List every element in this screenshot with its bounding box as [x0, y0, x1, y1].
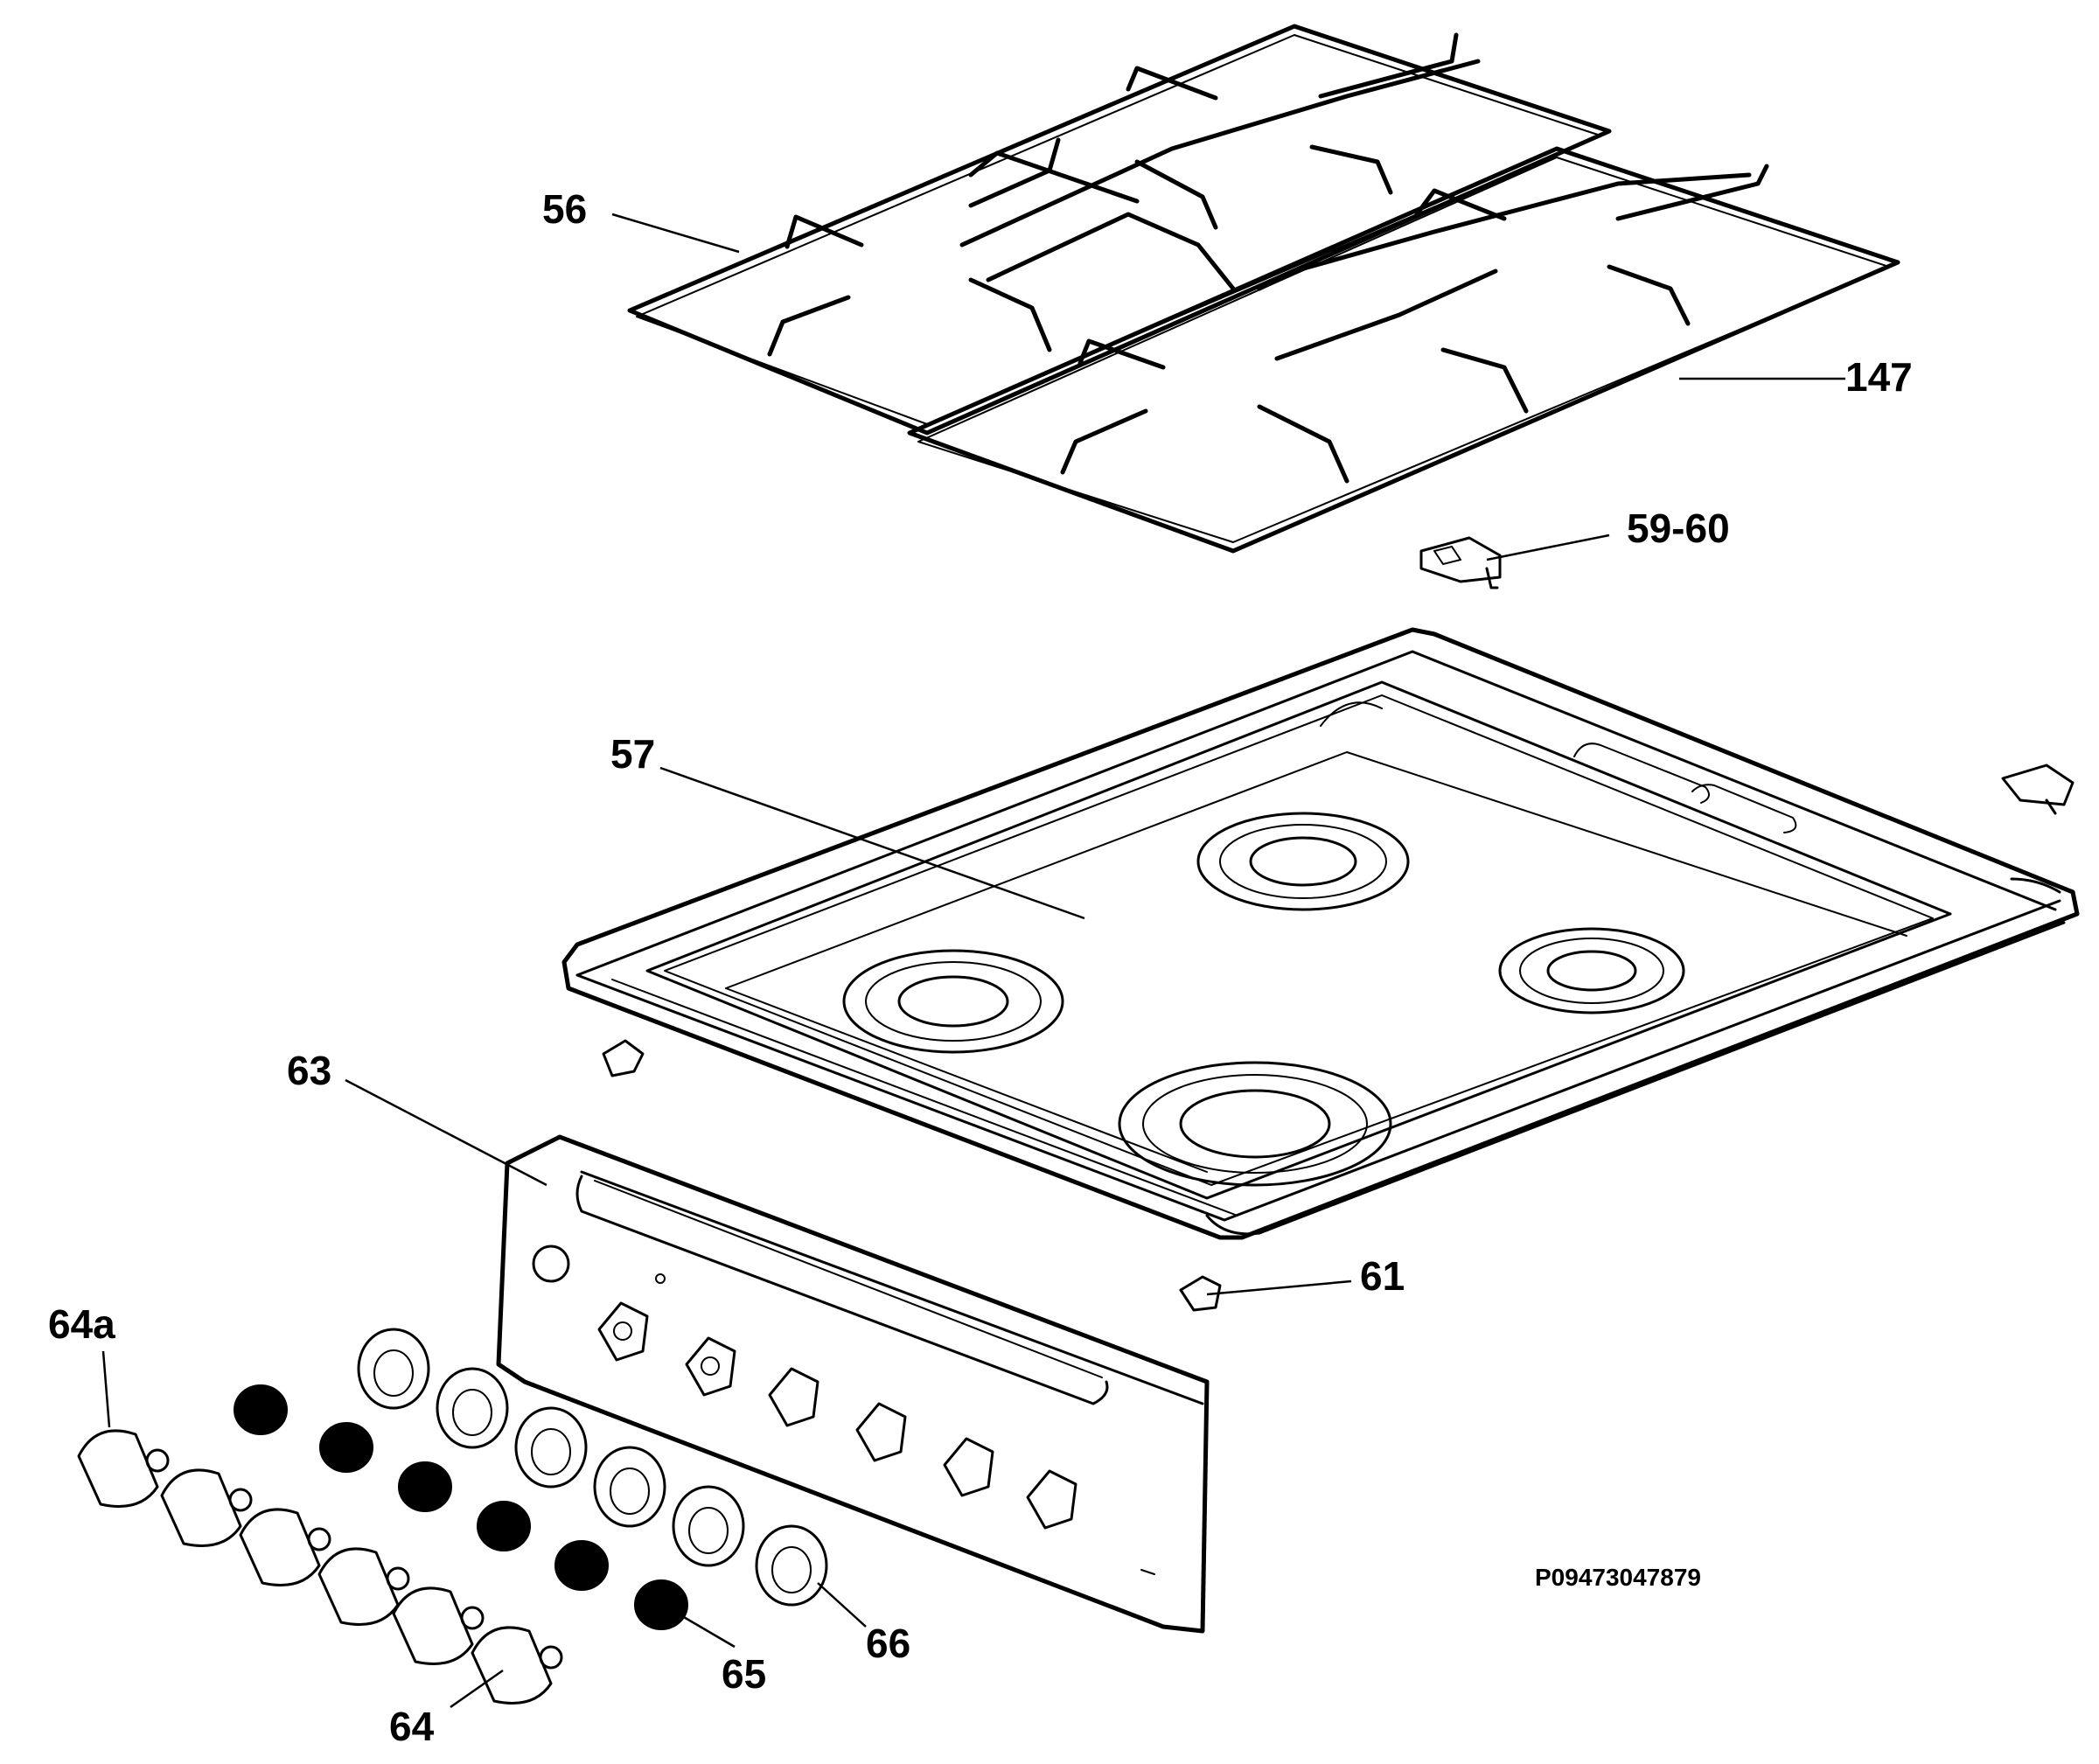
label-part-59-60: 59-60	[1627, 505, 1730, 551]
springs-65	[234, 1384, 688, 1630]
burner-rear-right	[1498, 927, 1685, 1014]
control-panel-63	[496, 1134, 1210, 1634]
pan-support-right	[907, 146, 1900, 554]
label-part-63: 63	[287, 1048, 331, 1093]
hob-top-57	[561, 627, 2080, 1240]
label-part-147: 147	[1845, 354, 1913, 400]
diagram-reference-code: P09473047879	[1535, 1564, 1701, 1591]
label-part-65: 65	[722, 1651, 766, 1697]
pan-support-left	[627, 24, 1612, 436]
knobs-64	[77, 1429, 563, 1705]
label-part-64a: 64a	[48, 1301, 115, 1347]
foot-61	[1179, 1275, 1222, 1312]
label-part-57: 57	[610, 731, 655, 777]
clip-59-60	[1419, 536, 1502, 589]
label-part-56: 56	[542, 186, 587, 232]
burner-rear-left	[1196, 812, 1410, 911]
label-part-61: 61	[1360, 1253, 1405, 1299]
label-part-66: 66	[866, 1621, 910, 1666]
burner-front-left	[842, 949, 1064, 1054]
bezels-66	[357, 1328, 828, 1607]
burner-front-right	[1118, 1061, 1392, 1187]
label-part-64: 64	[389, 1704, 435, 1749]
leader-lines	[101, 213, 1845, 1709]
